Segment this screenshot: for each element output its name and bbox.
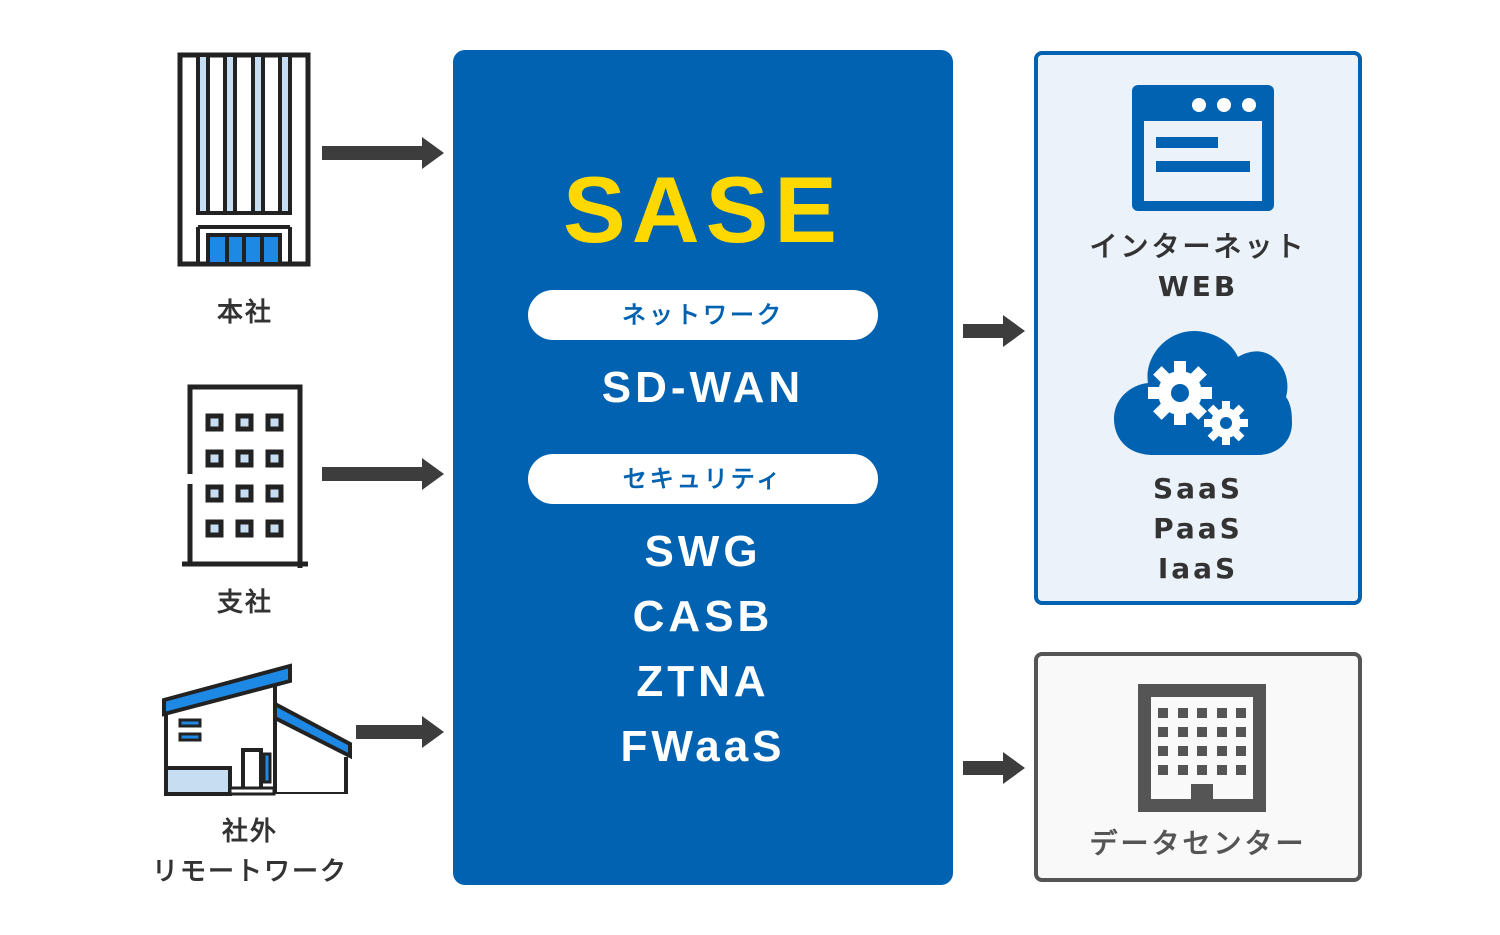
cloud-label-paas: PaaS	[1153, 512, 1243, 545]
sase-title: SASE	[563, 157, 843, 262]
datacenter-building-icon	[1138, 684, 1266, 812]
sase-item-fwaas: FWaaS	[620, 722, 786, 771]
browser-window-icon	[1132, 85, 1274, 211]
arrow-right-icon	[322, 458, 444, 490]
sase-panel: SASE ネットワーク SD-WAN セキュリティ SWG CASB ZTNA …	[453, 50, 953, 885]
datacenter-label: データセンター	[1089, 827, 1307, 860]
office-tower-icon	[177, 52, 311, 267]
internet-cloud-panel: インターネット WEB SaaS PaaS IaaS	[1034, 51, 1362, 605]
arrow-right-icon	[322, 137, 444, 169]
network-category-pill: ネットワーク	[528, 290, 878, 340]
arrow-right-icon	[963, 752, 1025, 784]
branch-building-icon	[182, 384, 308, 568]
source-label-remote-1: 社外	[221, 817, 278, 847]
cloud-label-saas: SaaS	[1152, 472, 1244, 505]
arrow-right-icon	[963, 315, 1025, 347]
source-label-hq: 本社	[216, 298, 273, 328]
source-label-branch: 支社	[216, 588, 273, 618]
cloud-label-iaas: IaaS	[1157, 552, 1239, 585]
cloud-gears-icon	[1114, 331, 1292, 455]
sase-item-ztna: ZTNA	[636, 657, 770, 706]
security-category-pill: セキュリティ	[528, 454, 878, 504]
source-label-remote-2: リモートワーク	[151, 857, 348, 887]
sase-item-casb: CASB	[632, 592, 774, 641]
sase-item-sd-wan: SD-WAN	[601, 363, 805, 412]
sase-item-swg: SWG	[644, 527, 762, 576]
arrow-right-icon	[356, 716, 444, 748]
web-label: WEB	[1157, 270, 1239, 303]
internet-label: インターネット	[1089, 230, 1307, 263]
datacenter-panel: データセンター	[1034, 652, 1362, 882]
house-icon	[162, 663, 352, 796]
